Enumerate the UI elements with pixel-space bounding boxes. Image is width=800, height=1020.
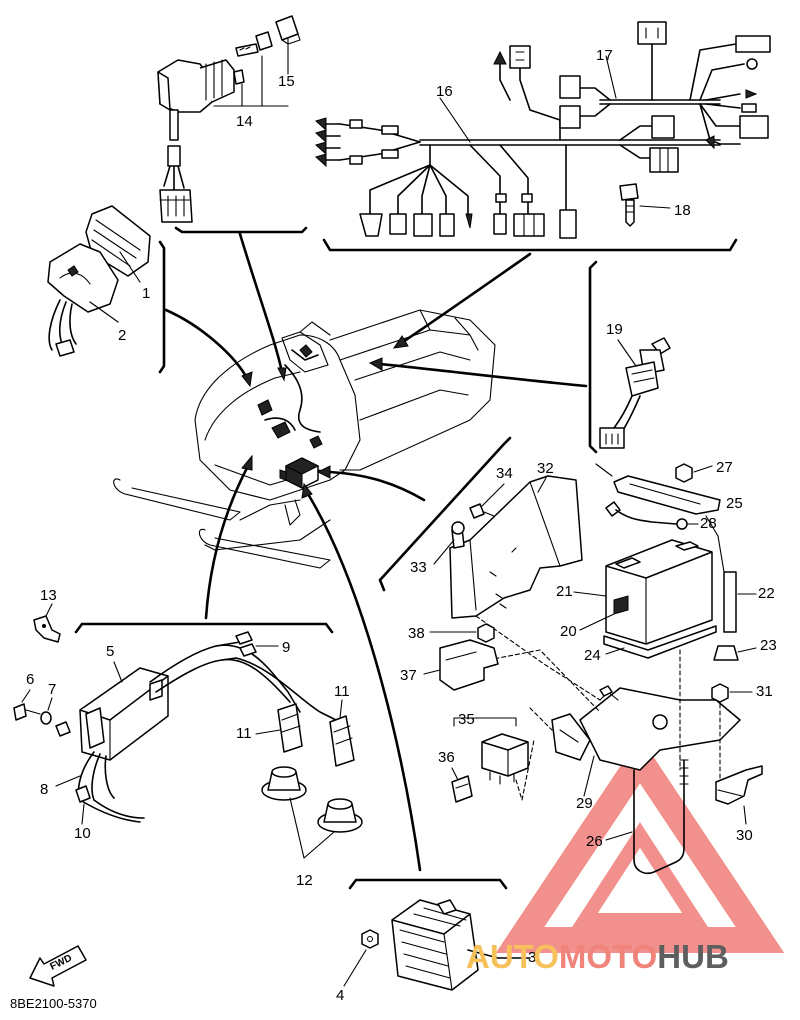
watermark-text-moto: MOTO — [559, 938, 657, 975]
callout-17: 17 — [596, 47, 613, 64]
callout-30: 30 — [736, 827, 753, 844]
handlebar-switch-assembly: 1 2 — [47, 205, 151, 357]
callout-37: 37 — [400, 667, 417, 684]
callout-11b: 11 — [334, 683, 350, 700]
callout-24: 24 — [584, 647, 601, 664]
callout-14: 14 — [236, 113, 253, 130]
diagram-code: 8BE2100-5370 — [10, 996, 97, 1011]
relay-fuse-assembly: 38 37 35 36 — [400, 623, 535, 803]
callout-21: 21 — [556, 583, 573, 600]
watermark-triangle-inner — [572, 822, 708, 927]
callout-27: 27 — [716, 459, 733, 476]
callout-7: 7 — [48, 681, 56, 698]
callout-36: 36 — [438, 749, 455, 766]
callout-8: 8 — [40, 781, 48, 798]
leader-arrows — [164, 232, 588, 872]
callout-13: 13 — [40, 587, 57, 604]
callout-31: 31 — [756, 683, 773, 700]
watermark-text: AUTOMOTOHUB — [466, 938, 729, 975]
callout-9: 9 — [282, 639, 290, 656]
callout-23: 23 — [760, 637, 777, 654]
watermark-text-hub: HUB — [657, 938, 729, 975]
callout-25: 25 — [726, 495, 743, 512]
battery-assembly: 34 32 33 25 27 28 21 20 24 — [410, 459, 777, 664]
callout-22: 22 — [758, 585, 775, 602]
callout-29: 29 — [576, 795, 593, 812]
callout-6: 6 — [26, 671, 34, 688]
callout-18: 18 — [674, 202, 691, 219]
callout-10: 10 — [74, 825, 91, 842]
callout-33: 33 — [410, 559, 427, 576]
watermark-text-auto: AUTO — [466, 938, 559, 975]
callout-28: 28 — [700, 515, 717, 532]
regulator-assembly: 3 4 — [336, 899, 536, 1004]
callout-34: 34 — [496, 465, 513, 482]
callout-15: 15 — [278, 73, 295, 90]
callout-32: 32 — [537, 460, 554, 477]
forward-direction-indicator: FWD — [29, 945, 87, 987]
callout-35: 35 — [458, 711, 475, 728]
group-brackets — [74, 226, 738, 890]
watermark-logo — [495, 736, 785, 953]
callout-4: 4 — [336, 987, 344, 1004]
battery-box-assembly: 29 31 26 30 — [475, 615, 773, 875]
wiring-harness-assembly: 16 17 18 — [315, 21, 771, 239]
callout-16: 16 — [436, 83, 453, 100]
ignition-coil-assembly: 13 9 11 11 12 — [13, 587, 363, 889]
callout-5: 5 — [106, 643, 114, 660]
ignition-switch-assembly: 14 15 — [157, 15, 301, 223]
snowmobile-body — [113, 309, 496, 569]
callout-26: 26 — [586, 833, 603, 850]
callout-3: 3 — [528, 949, 536, 966]
callout-19: 19 — [606, 321, 623, 338]
callout-38: 38 — [408, 625, 425, 642]
callout-11a: 11 — [236, 725, 252, 742]
callout-1: 1 — [142, 285, 150, 302]
callout-12: 12 — [296, 872, 313, 889]
callout-2: 2 — [118, 327, 126, 344]
switch-19-assembly: 19 — [599, 321, 671, 449]
callout-20: 20 — [560, 623, 577, 640]
watermark-triangle-outer — [495, 736, 785, 953]
